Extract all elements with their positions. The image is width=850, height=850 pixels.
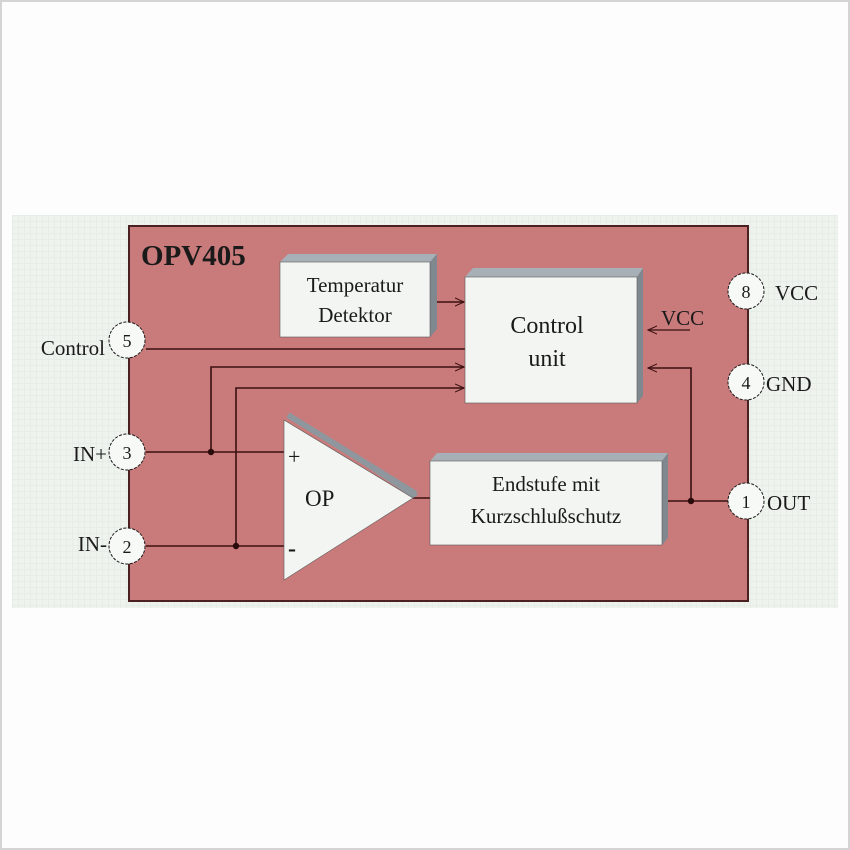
pin-4: 4 GND (727, 363, 812, 401)
pin-4-name: GND (766, 372, 812, 396)
internal-vcc-label: VCC (661, 306, 704, 330)
pin-2: 2 IN- (78, 527, 146, 565)
output-stage-label-2: Kurzschlußschutz (471, 504, 621, 528)
pin-2-number: 2 (123, 537, 132, 557)
chip-title: OPV405 (141, 240, 246, 272)
pin-8-name: VCC (775, 281, 818, 305)
output-stage-label-1: Endstufe mit (492, 472, 600, 496)
pin-3: 3 IN+ (73, 433, 146, 471)
pin-1: 1 OUT (727, 482, 810, 520)
pin-2-name: IN- (78, 532, 107, 556)
temp-detector-label-1: Temperatur (307, 273, 403, 297)
temp-detector-block: Temperatur Detektor (279, 254, 437, 338)
pin-1-name: OUT (767, 491, 810, 515)
pin-4-number: 4 (742, 373, 751, 393)
control-unit-label-1: Control (510, 313, 584, 339)
pin-8-number: 8 (742, 282, 751, 302)
control-unit-label-2: unit (528, 346, 566, 372)
opamp-label: OP (305, 486, 334, 511)
output-stage-block: Endstufe mit Kurzschlußschutz (429, 453, 668, 546)
junction-dots (207, 448, 695, 550)
opamp-plus-sign: + (288, 444, 300, 469)
pin-8: 8 VCC (727, 272, 818, 310)
temp-detector-label-2: Detektor (318, 303, 391, 327)
wire-inminus-to-control (235, 388, 464, 546)
wire-inplus-to-control (210, 367, 464, 452)
pin-5: 5 Control (41, 321, 146, 360)
opamp-block: + - OP (283, 412, 418, 581)
pin-3-number: 3 (123, 443, 132, 463)
wires (146, 302, 728, 547)
control-unit-block: Control unit (464, 268, 643, 404)
pin-5-name: Control (41, 336, 105, 360)
opamp-minus-sign: - (288, 536, 296, 562)
pin-1-number: 1 (742, 492, 751, 512)
pin-3-name: IN+ (73, 442, 107, 466)
pin-5-number: 5 (123, 331, 132, 351)
wire-out-feedback (648, 368, 692, 501)
